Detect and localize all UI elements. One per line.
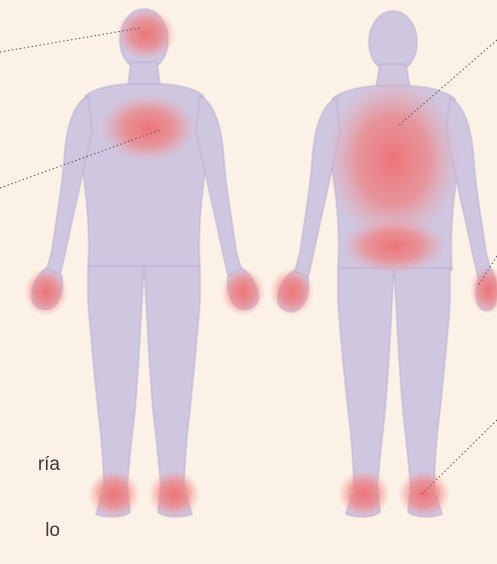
back-left-leg (338, 268, 394, 498)
body-pain-diagram (0, 0, 497, 533)
caption-line-2: lo (0, 520, 60, 542)
front-neck (128, 62, 160, 85)
hotspot-back-right-hand (470, 266, 497, 314)
hotspot-front-head (116, 8, 176, 60)
hotspot-front-left-foot (88, 470, 140, 518)
front-right-leg (144, 266, 200, 498)
caption-fragment: ría lo (0, 410, 60, 564)
front-figure (32, 9, 259, 517)
hotspot-back-left-foot (338, 470, 390, 518)
hotspot-back-lower (342, 218, 446, 274)
hotspot-front-chest (100, 94, 196, 162)
back-right-leg (394, 268, 450, 498)
hotspot-front-right-hand (221, 268, 265, 316)
hotspot-back-right-foot (398, 470, 450, 518)
hotspot-back-left-hand (270, 268, 314, 316)
hotspot-back-upper (327, 78, 459, 242)
hotspot-front-left-hand (24, 268, 68, 316)
hotspot-front-right-foot (148, 470, 200, 518)
front-left-leg (88, 266, 144, 498)
caption-line-1: ría (0, 454, 60, 476)
